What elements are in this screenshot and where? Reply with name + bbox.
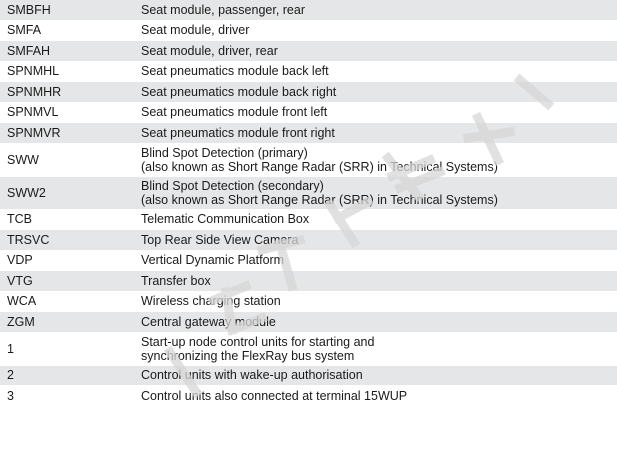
abbreviation-description: Control units with wake-up authorisation [134, 365, 617, 386]
table-row: 1 Start-up node control units for starti… [0, 332, 617, 366]
table-row: VDP Vertical Dynamic Platform [0, 250, 617, 271]
table-row: ZGM Central gateway module [0, 311, 617, 333]
abbreviation-description: Seat module, driver [134, 20, 617, 41]
abbreviation-code: SPNMVR [0, 122, 134, 144]
table-row: SPNMHR Seat pneumatics module back right [0, 81, 617, 103]
abbreviation-description: Seat pneumatics module back left [134, 61, 617, 82]
table-row: SMBFH Seat module, passenger, rear [0, 0, 617, 21]
table-row: SMFA Seat module, driver [0, 20, 617, 41]
abbreviation-description: Seat pneumatics module back right [134, 81, 617, 103]
table-row: 3 Control units also connected at termin… [0, 385, 617, 407]
table-row: SPNMHL Seat pneumatics module back left [0, 61, 617, 82]
abbreviation-description: Central gateway module [134, 311, 617, 333]
abbreviation-code: WCA [0, 291, 134, 312]
table-row: SWW Blind Spot Detection (primary) (also… [0, 143, 617, 177]
table-row: SMFAH Seat module, driver, rear [0, 40, 617, 62]
abbreviation-code: SMFA [0, 20, 134, 41]
abbreviation-description: Seat module, passenger, rear [134, 0, 617, 21]
abbreviation-description: Transfer box [134, 270, 617, 292]
abbreviation-description: Seat pneumatics module front left [134, 102, 617, 123]
table-row: WCA Wireless charging station [0, 291, 617, 312]
abbreviation-description: Vertical Dynamic Platform [134, 250, 617, 271]
description-line: Start-up node control units for starting… [141, 334, 375, 349]
abbreviation-code: SPNMHR [0, 81, 134, 103]
abbreviation-code: VDP [0, 250, 134, 271]
abbreviation-description: Blind Spot Detection (primary) (also kno… [134, 143, 617, 177]
abbreviation-description: Control units also connected at terminal… [134, 385, 617, 407]
table-row: TCB Telematic Communication Box [0, 209, 617, 230]
abbreviation-description: Start-up node control units for starting… [134, 332, 617, 366]
abbreviation-table: SMBFH Seat module, passenger, rear SMFA … [0, 0, 617, 407]
description-line: Blind Spot Detection (primary) [141, 145, 308, 160]
abbreviation-code: SMFAH [0, 40, 134, 62]
abbreviation-description: Blind Spot Detection (secondary) (also k… [134, 176, 617, 210]
abbreviation-code: ZGM [0, 311, 134, 333]
abbreviation-description: Telematic Communication Box [134, 209, 617, 230]
abbreviation-code: 2 [0, 365, 134, 386]
description-line: (also known as Short Range Radar (SRR) i… [141, 159, 498, 174]
table-row: SPNMVL Seat pneumatics module front left [0, 102, 617, 123]
abbreviation-code: SWW [0, 143, 134, 177]
description-line: Blind Spot Detection (secondary) [141, 178, 324, 193]
abbreviation-description: Top Rear Side View Camera [134, 229, 617, 251]
abbreviation-description: Seat pneumatics module front right [134, 122, 617, 144]
abbreviation-code: SPNMVL [0, 102, 134, 123]
abbreviation-code: VTG [0, 270, 134, 292]
table-row: TRSVC Top Rear Side View Camera [0, 229, 617, 251]
abbreviation-code: SWW2 [0, 176, 134, 210]
abbreviation-code: TRSVC [0, 229, 134, 251]
table-row: VTG Transfer box [0, 270, 617, 292]
abbreviation-code: 1 [0, 332, 134, 366]
description-line: (also known as Short Range Radar (SRR) i… [141, 192, 498, 207]
abbreviation-code: SMBFH [0, 0, 134, 21]
table-row: 2 Control units with wake-up authorisati… [0, 365, 617, 386]
abbreviation-description: Wireless charging station [134, 291, 617, 312]
abbreviation-description: Seat module, driver, rear [134, 40, 617, 62]
table-row: SWW2 Blind Spot Detection (secondary) (a… [0, 176, 617, 210]
abbreviation-code: SPNMHL [0, 61, 134, 82]
abbreviation-code: TCB [0, 209, 134, 230]
description-line: synchronizing the FlexRay bus system [141, 348, 355, 363]
abbreviation-code: 3 [0, 385, 134, 407]
table-row: SPNMVR Seat pneumatics module front righ… [0, 122, 617, 144]
